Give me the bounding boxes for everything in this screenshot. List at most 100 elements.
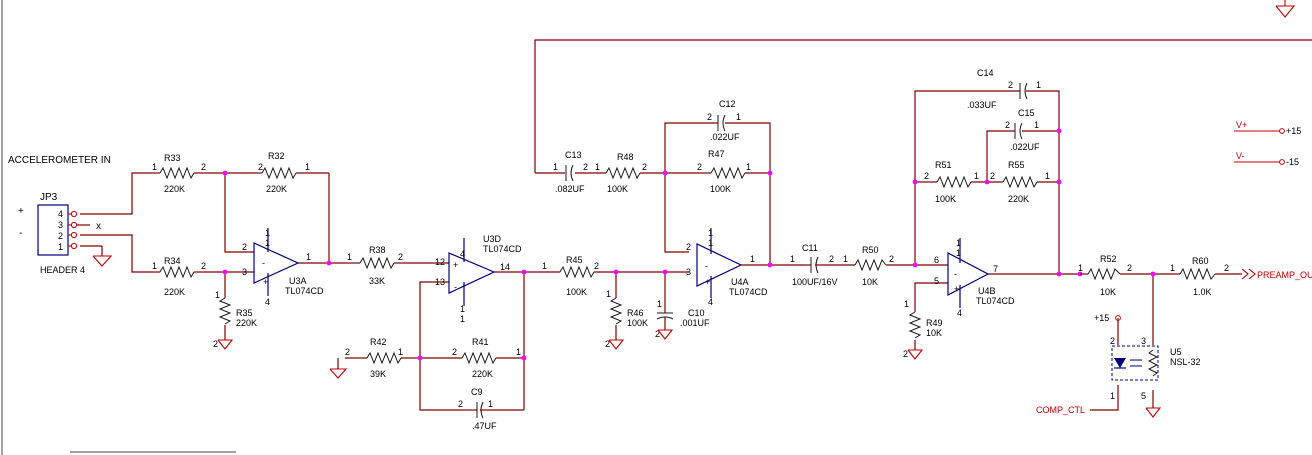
- svg-text:R32: R32: [268, 151, 285, 161]
- svg-text:1: 1: [1170, 263, 1175, 273]
- svg-text:2: 2: [258, 162, 263, 172]
- svg-text:100K: 100K: [627, 318, 648, 328]
- svg-text:C14: C14: [977, 68, 994, 78]
- svg-text:C13: C13: [565, 150, 582, 160]
- svg-text:39K: 39K: [370, 369, 386, 379]
- svg-text:R60: R60: [1192, 256, 1209, 266]
- svg-text:U3D: U3D: [483, 234, 502, 244]
- svg-text:4: 4: [265, 297, 270, 307]
- svg-text:1: 1: [347, 252, 352, 262]
- svg-text:2: 2: [345, 347, 350, 357]
- svg-text:.001UF: .001UF: [680, 318, 710, 328]
- svg-text:TL074CD: TL074CD: [483, 244, 522, 254]
- svg-text:1: 1: [1045, 171, 1050, 181]
- svg-text:+15: +15: [1286, 126, 1301, 136]
- svg-text:2: 2: [213, 339, 218, 349]
- svg-text:2: 2: [458, 399, 463, 409]
- svg-text:1: 1: [736, 112, 741, 122]
- opamp-u4a: -+ 23 11 4 1 U4A TL074CD: [686, 228, 768, 307]
- svg-text:2: 2: [1127, 263, 1132, 273]
- svg-text:COMP_CTL: COMP_CTL: [1036, 405, 1085, 415]
- svg-text:1: 1: [708, 238, 713, 248]
- net-label-vminus: V- -15: [1234, 151, 1299, 167]
- svg-text:R42: R42: [370, 337, 387, 347]
- svg-text:R48: R48: [617, 152, 634, 162]
- resistor-r38: R38 1 2 33K: [347, 245, 404, 286]
- svg-text:1.0K: 1.0K: [1193, 287, 1212, 297]
- svg-text:V+: V+: [1236, 120, 1247, 130]
- svg-text:220K: 220K: [266, 184, 287, 194]
- svg-text:1: 1: [215, 290, 220, 300]
- net-label-vplus: V+ +15: [1234, 120, 1301, 136]
- svg-text:R47: R47: [708, 149, 725, 159]
- svg-text:2: 2: [398, 252, 403, 262]
- capacitor-c10: 1 C10 .001UF 2: [655, 299, 710, 340]
- resistor-r42: R42 2 1 39K: [329, 337, 406, 379]
- svg-text:100K: 100K: [607, 184, 628, 194]
- svg-text:2: 2: [242, 242, 247, 252]
- svg-text:+: +: [453, 260, 458, 270]
- svg-text:2: 2: [605, 339, 610, 349]
- plus-label: +: [18, 206, 24, 217]
- svg-text:1: 1: [746, 162, 751, 172]
- svg-text:U3A: U3A: [289, 276, 307, 286]
- svg-text:220K: 220K: [164, 287, 185, 297]
- svg-text:1: 1: [1036, 80, 1041, 90]
- svg-text:PREAMP_OUT: PREAMP_OUT: [1257, 270, 1312, 280]
- svg-text:1: 1: [1034, 120, 1039, 130]
- svg-text:2: 2: [903, 349, 908, 359]
- svg-text:C9: C9: [471, 387, 483, 397]
- net-label-preamp-out: PREAMP_OUT: [1241, 268, 1312, 280]
- svg-text:R35: R35: [236, 308, 253, 318]
- svg-text:C12: C12: [719, 99, 736, 109]
- svg-text:4: 4: [58, 209, 63, 219]
- svg-text:1: 1: [1078, 263, 1083, 273]
- svg-text:100K: 100K: [710, 184, 731, 194]
- svg-text:1: 1: [595, 162, 600, 172]
- net-label-u5-supply: +15: [1094, 313, 1121, 323]
- svg-text:2: 2: [583, 162, 588, 172]
- svg-text:+: +: [705, 277, 710, 287]
- svg-text:1: 1: [460, 304, 465, 314]
- svg-text:1: 1: [152, 261, 157, 271]
- svg-text:3: 3: [1141, 336, 1146, 346]
- svg-text:1: 1: [152, 162, 157, 172]
- svg-text:1: 1: [1110, 391, 1115, 401]
- svg-text:1: 1: [398, 347, 403, 357]
- svg-text:U5: U5: [1170, 347, 1182, 357]
- svg-text:2: 2: [1008, 80, 1013, 90]
- svg-text:1: 1: [516, 347, 521, 357]
- svg-text:220K: 220K: [472, 369, 493, 379]
- svg-text:1: 1: [974, 171, 979, 181]
- svg-text:3: 3: [58, 220, 63, 230]
- svg-text:33K: 33K: [369, 276, 385, 286]
- svg-text:2: 2: [201, 162, 206, 172]
- svg-text:+15: +15: [1094, 313, 1109, 323]
- svg-text:2: 2: [655, 329, 660, 339]
- jp3-value: HEADER 4: [40, 265, 85, 275]
- svg-text:-: -: [454, 282, 457, 292]
- svg-text:1: 1: [460, 314, 465, 324]
- svg-text:R38: R38: [369, 245, 386, 255]
- connector-jp3: ACCELEROMETER IN JP3 4 3 2 1 x + - HEADE…: [8, 155, 111, 275]
- svg-text:V-: V-: [1236, 151, 1245, 161]
- svg-text:R50: R50: [862, 245, 879, 255]
- svg-text:.022UF: .022UF: [710, 132, 740, 142]
- svg-text:R41: R41: [472, 337, 489, 347]
- jp3-ref: JP3: [40, 192, 58, 203]
- svg-text:C10: C10: [688, 308, 705, 318]
- svg-text:100K: 100K: [935, 194, 956, 204]
- svg-text:5: 5: [1141, 391, 1146, 401]
